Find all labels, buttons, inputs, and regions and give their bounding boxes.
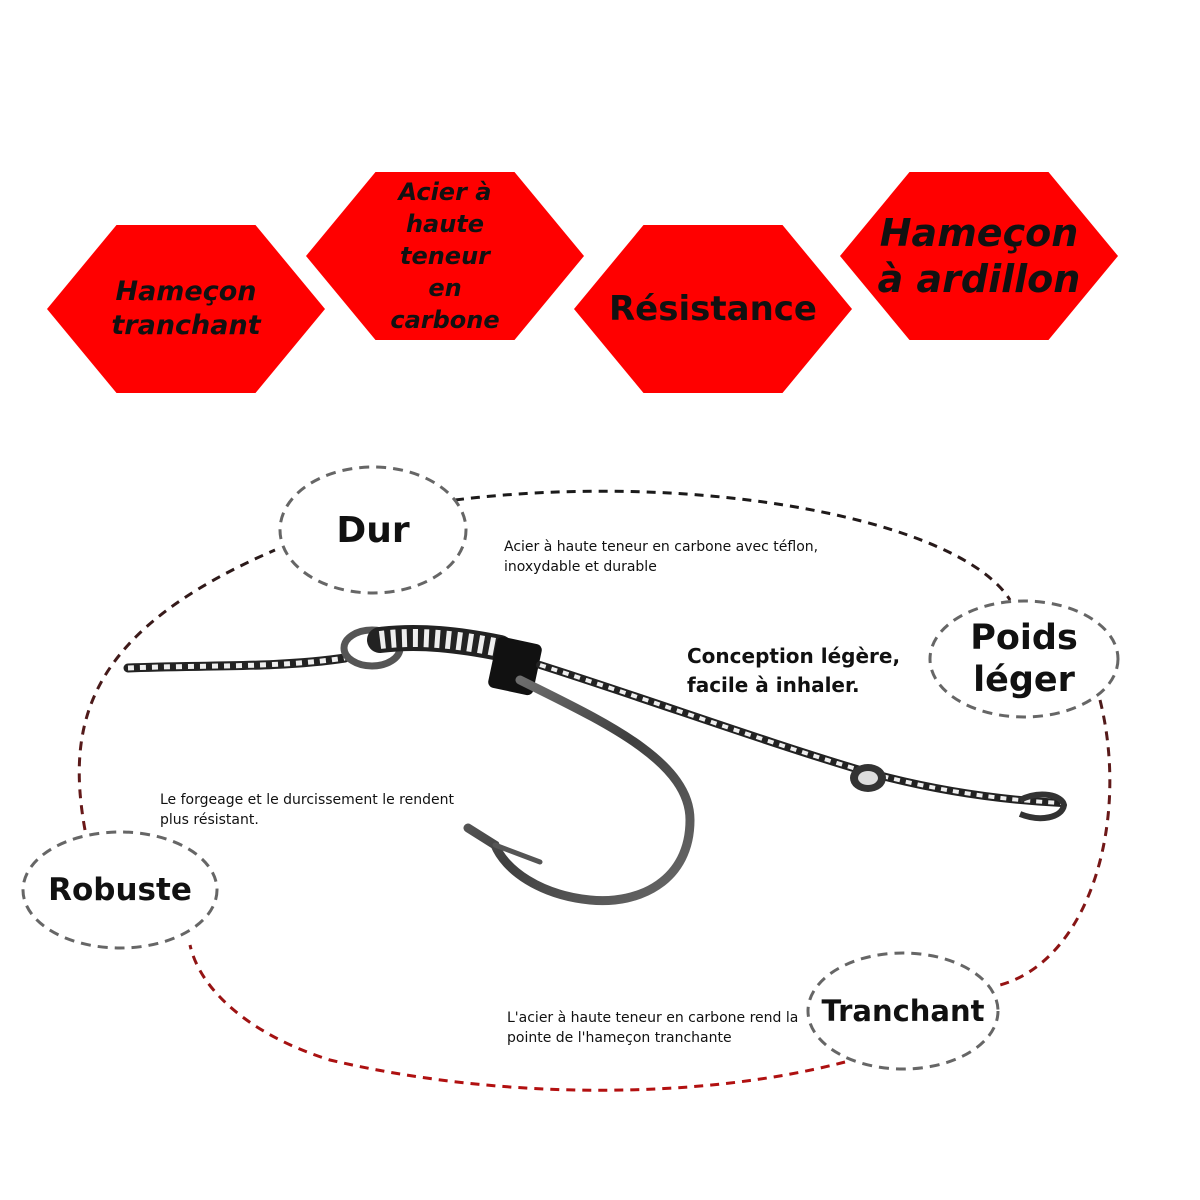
bubble-title: Robuste: [48, 872, 192, 908]
caption-tranchant: L'acier à haute teneur en carbone rend l…: [507, 1010, 799, 1046]
caption-robuste: Le forgeage et le durcissement le renden…: [160, 792, 454, 828]
hexagon-label: Hameçon tranchant: [111, 276, 261, 341]
hexagon-badge-sharp-hook: Hameçon tranchant: [47, 225, 325, 393]
bubble-robuste: Robuste: [23, 832, 217, 948]
bubble-title: Poids léger: [970, 618, 1078, 700]
bubble-poids-leger: Poids léger: [930, 601, 1118, 717]
bubble-title: Dur: [336, 509, 410, 551]
hexagon-label: Acier à haute teneur en carbone: [390, 178, 500, 334]
bubble-dur: Dur: [280, 466, 466, 594]
bubble-outline-dur: [278, 465, 468, 595]
hook-barb: [492, 842, 543, 865]
bubble-tranchant: Tranchant: [808, 953, 998, 1069]
hexagon-label: Hameçon à ardillon: [877, 211, 1081, 301]
bubble-outline-tranchant: [806, 951, 1000, 1071]
hook-body: [463, 675, 695, 906]
bubble-title: Tranchant: [821, 994, 985, 1028]
hexagon-label: Résistance: [609, 289, 817, 329]
line-loop-end: [1018, 791, 1068, 822]
caption-poids-leger: Conception légère, facile à inhaler.: [687, 644, 901, 697]
bubble-outline-robuste: [21, 830, 219, 950]
dashed-ring: [77, 489, 1112, 1092]
bubble-outline-poids: [928, 599, 1120, 719]
caption-dur: Acier à haute teneur en carbone avec téf…: [504, 539, 819, 575]
